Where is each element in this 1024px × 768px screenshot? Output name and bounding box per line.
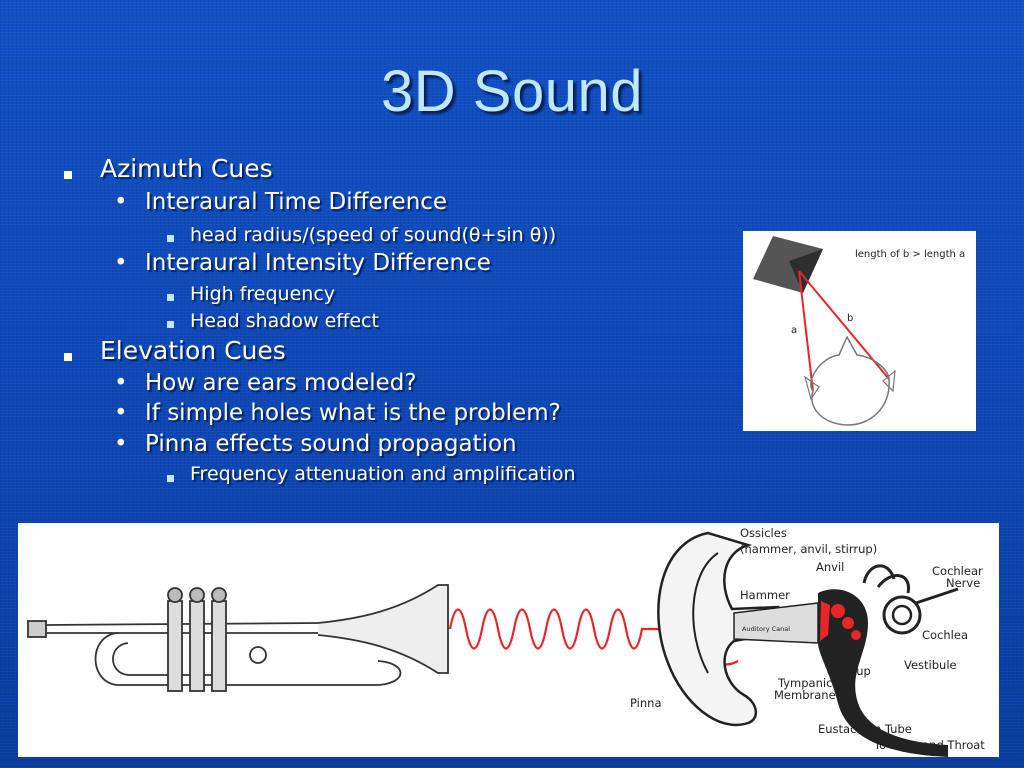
label-tympanic-1: Tympanic: [777, 676, 832, 690]
label-hammer: Hammer: [740, 588, 790, 602]
label-anvil: Anvil: [816, 560, 844, 574]
semicircular-canal-1: [862, 564, 896, 584]
dot-bullet-icon: •: [114, 250, 128, 276]
label-stirrup: Stirrup: [832, 664, 871, 678]
bullet-azimuth-cues: Azimuth Cues: [100, 154, 273, 183]
trumpet-ear-svg: Ossicles (hammer, anvil, stirrup) Anvil …: [27, 526, 985, 757]
cochlea-outer-spiral: [882, 595, 922, 635]
bullet-pinna-effects: Pinna effects sound propagation: [145, 431, 517, 457]
path-b-line: [798, 270, 890, 380]
bullet-interaural-intensity: Interaural Intensity Difference: [145, 250, 491, 276]
bullet-interaural-time: Interaural Time Difference: [145, 189, 448, 215]
trumpet-valve-cap-3: [211, 587, 227, 603]
trumpet-illustration: [27, 584, 449, 692]
bullet-high-frequency: High frequency: [190, 283, 336, 305]
left-ear-shape: [803, 375, 820, 401]
label-ossicles-detail: (hammer, anvil, stirrup): [740, 542, 877, 556]
trumpet-valve-2: [189, 600, 205, 692]
label-vestibule: Vestibule: [904, 658, 957, 672]
bullet-elevation-cues: Elevation Cues: [100, 336, 286, 365]
ear-anatomy-illustration: [657, 531, 959, 757]
semicircular-canal-2: [876, 574, 910, 594]
dot-bullet-icon: •: [114, 431, 128, 457]
path-a-label: a: [791, 325, 797, 336]
square-bullet-icon: [64, 171, 72, 179]
sound-source-shadow: [789, 249, 823, 293]
label-eustachian-2: To Nose and Throat: [873, 738, 985, 752]
head-outline: [810, 335, 890, 426]
trumpet-valve-cap-1: [167, 587, 183, 603]
right-ear-shape: [882, 369, 896, 393]
square-bullet-icon: [167, 321, 174, 328]
label-eustachian-1: Eustachian Tube: [818, 722, 912, 736]
trumpet-finger-ring: [249, 646, 267, 664]
stirrup-bone: [851, 630, 861, 640]
trumpet-inner-tubing: [112, 642, 218, 676]
label-ossicles: Ossicles: [740, 526, 787, 540]
label-cochlea: Cochlea: [922, 628, 968, 642]
label-pinna: Pinna: [630, 696, 662, 710]
head-sound-path-diagram: length of b > length a a b: [743, 231, 976, 431]
bullet-head-radius-formula: head radius/(speed of sound(θ+sin θ)): [190, 224, 557, 246]
pinna-shape: [657, 531, 780, 727]
bullet-ears-modeled: How are ears modeled?: [145, 370, 417, 396]
trumpet-mouthpiece: [27, 620, 47, 638]
bullet-head-shadow: Head shadow effect: [190, 310, 379, 332]
eustachian-tube-shape: [818, 589, 948, 757]
anvil-bone: [842, 617, 854, 629]
trumpet-valve-3: [211, 600, 227, 692]
label-tympanic-2: Membrane: [774, 688, 836, 702]
path-a-line: [798, 270, 814, 392]
pinna-inner-fold: [692, 552, 719, 674]
cochlear-nerve-line: [915, 587, 959, 605]
tympanic-membrane-shape: [820, 601, 830, 641]
square-bullet-icon: [167, 235, 174, 242]
trumpet-bell: [317, 584, 449, 674]
label-auditory-canal: Auditory Canal: [742, 625, 790, 633]
square-bullet-icon: [167, 475, 174, 482]
trumpet-lower-tubing: [94, 632, 402, 686]
slide-title: 3D Sound: [381, 59, 643, 124]
label-cochlear-nerve-1: Cochlear: [932, 564, 983, 578]
sound-wave-line: [448, 608, 739, 666]
trumpet-valve-cap-2: [189, 587, 205, 603]
path-b-label: b: [847, 313, 853, 324]
bullet-frequency-attenuation: Frequency attenuation and amplification: [190, 463, 576, 485]
square-bullet-icon: [167, 294, 174, 301]
label-cochlear-nerve-2: Nerve: [946, 576, 980, 590]
trumpet-valve-1: [167, 600, 183, 692]
hammer-bone: [831, 604, 845, 618]
trumpet-ear-diagram: Ossicles (hammer, anvil, stirrup) Anvil …: [18, 523, 999, 757]
bullet-simple-holes: If simple holes what is the problem?: [145, 400, 561, 426]
square-bullet-icon: [64, 353, 72, 361]
cochlea-inner-spiral: [891, 604, 913, 626]
dot-bullet-icon: •: [114, 189, 128, 215]
dot-bullet-icon: •: [114, 400, 128, 426]
dot-bullet-icon: •: [114, 370, 128, 396]
head-diagram-svg: length of b > length a a b: [753, 236, 965, 426]
path-length-caption: length of b > length a: [855, 249, 965, 260]
